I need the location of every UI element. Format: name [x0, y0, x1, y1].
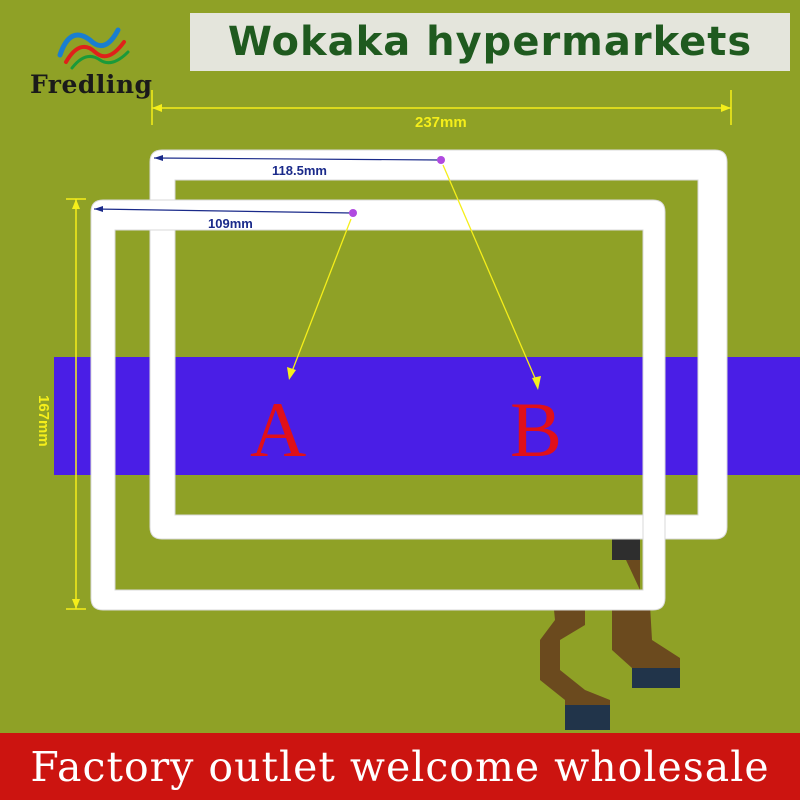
panel-a-letter: A [250, 386, 307, 473]
panel-b-width-label: 118.5mm [272, 163, 327, 178]
height-dimension-label: 167mm [35, 395, 52, 447]
pointer-arrow-b [442, 164, 541, 390]
footer-text: Factory outlet welcome wholesale [30, 742, 770, 791]
panel-b-letter: B [510, 386, 563, 473]
pointer-arrow-a [287, 218, 352, 380]
store-title: Wokaka hypermarkets [227, 19, 753, 65]
footer-banner: Factory outlet welcome wholesale [0, 733, 800, 800]
panel-a-frame [90, 199, 666, 611]
width-dimension [151, 90, 732, 125]
width-dimension-label: 237mm [415, 114, 467, 131]
panel-a-width-label: 109mm [208, 216, 253, 231]
flex-cable-a [540, 590, 610, 730]
panel-b-half-width-line [153, 155, 441, 161]
brand-name: Fredling [30, 70, 153, 99]
store-header: Wokaka hypermarkets [190, 13, 790, 71]
purple-band [54, 357, 800, 475]
fredling-wave-logo-icon [57, 27, 130, 70]
height-dimension [66, 198, 86, 610]
panel-b-frame [149, 149, 728, 540]
panel-b-center-dot [437, 156, 445, 164]
panel-a-half-width-line [93, 206, 353, 214]
panel-a-center-dot [349, 209, 357, 217]
